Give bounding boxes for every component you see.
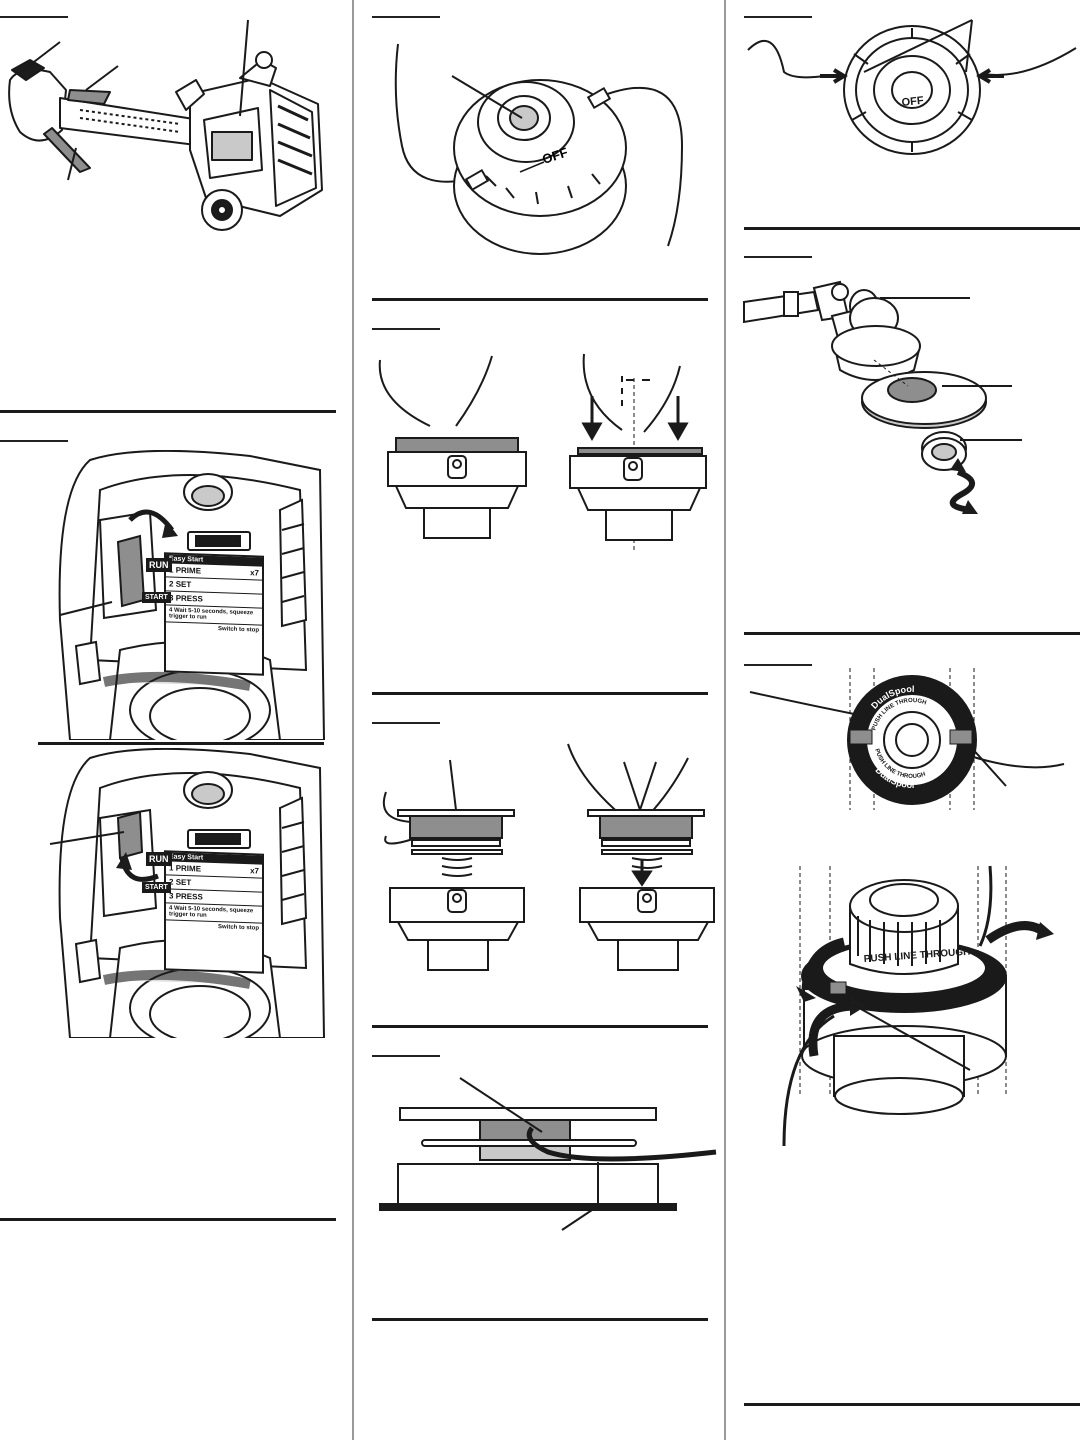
figure-tab [744, 256, 812, 258]
control-panel-run-figure: Easy Start 1 PRIME x7 2 SET 3 PRESS 4 Wa… [0, 450, 336, 740]
start-badge: START [142, 592, 171, 603]
column-divider-left [352, 0, 354, 1440]
trimmer-overview-illustration [8, 19, 323, 231]
figure-tab [744, 664, 812, 666]
section-rule [744, 632, 1080, 635]
section-rule [372, 692, 708, 695]
start-instruction-label: Easy Start 1 PRIME x7 2 SET 3 PRESS 4 Wa… [164, 552, 264, 676]
exploded-trimmer-head-illustration [743, 280, 1022, 514]
section-rule [372, 1025, 708, 1028]
spool-side-section-illustration [379, 1077, 717, 1231]
column-divider-right [724, 0, 726, 1440]
run-badge: RUN [146, 558, 172, 572]
dualspool-threading-illustration: PUSH LINE THROUGH [782, 865, 1054, 1147]
spool-head-with-line-illustration: OFF [394, 43, 684, 255]
start-badge: START [142, 882, 171, 893]
figure-tab [0, 16, 68, 18]
spool-spring-illustration [382, 743, 715, 971]
figure-tab [372, 1055, 440, 1057]
figure-tab [744, 16, 812, 18]
dualspool-top-view-illustration: DualSpool DualSpool PUSH LINE THROUGH PU… [749, 668, 1065, 810]
section-rule [744, 1403, 1080, 1406]
section-rule [744, 227, 1080, 230]
section-rule [0, 410, 336, 413]
section-rule [0, 1218, 336, 1221]
run-badge: RUN [146, 852, 172, 866]
spool-top-view-illustration: OFF [747, 19, 1077, 155]
spool-insert-illustration [378, 353, 707, 550]
figure-tab [0, 440, 68, 442]
section-rule [372, 298, 708, 301]
section-rule [38, 742, 324, 745]
figure-tab [372, 328, 440, 330]
label-stop: Switch to stop [218, 924, 259, 932]
control-panel-start-figure: Easy Start 1 PRIME x7 2 SET 3 PRESS 4 Wa… [0, 748, 336, 1038]
spool-off-text-2: OFF [901, 95, 924, 109]
figure-tab [372, 722, 440, 724]
figure-tab [372, 16, 440, 18]
start-instruction-label: Easy Start 1 PRIME x7 2 SET 3 PRESS 4 Wa… [164, 850, 264, 974]
label-stop: Switch to stop [218, 626, 259, 634]
section-rule [372, 1318, 708, 1321]
